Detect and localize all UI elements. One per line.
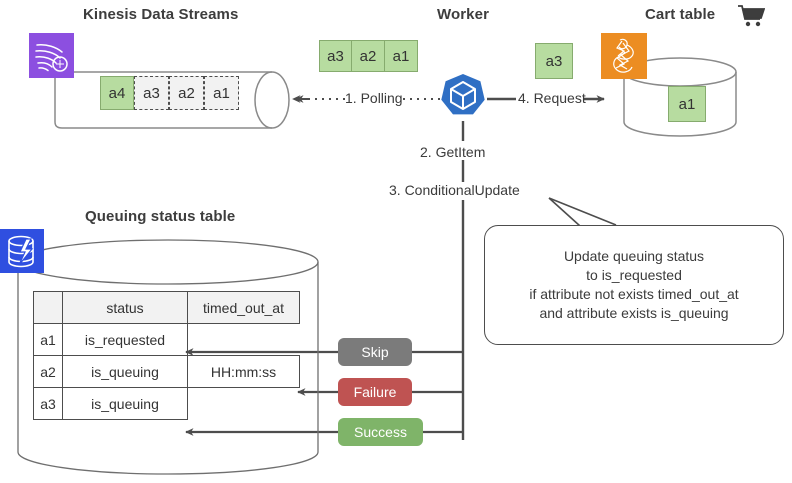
row-a2-status: is_queuing xyxy=(62,355,188,388)
step3-label: 3. ConditionalUpdate xyxy=(389,182,520,198)
header-status: status xyxy=(62,291,188,324)
kinesis-record-a4: a4 xyxy=(100,76,134,110)
worker-title: Worker xyxy=(437,6,490,23)
row-a3-timed-out-at xyxy=(188,388,300,420)
kinesis-record-a1: a1 xyxy=(204,76,239,110)
conditional-update-callout: Update queuing status to is_requested if… xyxy=(484,225,784,345)
kinesis-title: Kinesis Data Streams xyxy=(83,6,239,23)
cart-stored-record-a1: a1 xyxy=(668,86,706,122)
callout-line-2: to is_requested xyxy=(586,267,682,283)
step4-label: 4. Request xyxy=(518,90,586,106)
table-header-row: status timed_out_at xyxy=(33,291,300,324)
row-a2-key: a2 xyxy=(33,355,63,388)
status-badge-success: Success xyxy=(338,418,423,446)
worker-record-a3: a3 xyxy=(319,40,352,72)
callout-line-4: and attribute exists is_queuing xyxy=(539,305,729,321)
dynamodb-streams-icon xyxy=(0,229,44,273)
worker-inflight-records: a3 a2 a1 xyxy=(319,40,418,72)
worker-record-a1: a1 xyxy=(385,40,418,72)
kinesis-data-streams-icon xyxy=(29,33,74,78)
status-badge-failure: Failure xyxy=(338,378,412,406)
kinesis-record-a3: a3 xyxy=(134,76,169,110)
row-a1-status: is_requested xyxy=(62,323,188,356)
table-row: a1 is_requested xyxy=(33,323,300,356)
header-key xyxy=(33,291,63,324)
row-a2-timed-out-at: HH:mm:ss xyxy=(187,355,300,388)
shopping-cart-icon xyxy=(737,4,766,28)
kinesis-stream-cylinder xyxy=(54,71,290,129)
callout-line-3: if attribute not exists timed_out_at xyxy=(529,286,739,302)
cart-title: Cart table xyxy=(645,6,716,23)
row-a1-timed-out-at xyxy=(188,324,300,356)
table-row: a3 is_queuing xyxy=(33,387,300,420)
kinesis-records: a4 a3 a2 a1 xyxy=(100,76,239,110)
worker-record-a2: a2 xyxy=(352,40,385,72)
row-a3-key: a3 xyxy=(33,387,63,420)
step1-label: 1. Polling xyxy=(345,90,403,106)
dynamodb-accelerator-icon xyxy=(601,33,647,79)
cart-pending-record-a3: a3 xyxy=(535,43,573,79)
queuing-status-table: status timed_out_at a1 is_requested a2 i… xyxy=(33,291,300,420)
callout-line-1: Update queuing status xyxy=(563,248,705,264)
table-row: a2 is_queuing HH:mm:ss xyxy=(33,355,300,388)
status-badge-skip: Skip xyxy=(338,338,412,366)
callout-tail xyxy=(548,197,617,227)
header-timed-out-at: timed_out_at xyxy=(187,291,300,324)
kubernetes-cube-icon xyxy=(437,72,489,124)
row-a1-key: a1 xyxy=(33,323,63,356)
queuing-title: Queuing status table xyxy=(85,208,236,225)
step2-label: 2. GetItem xyxy=(420,144,486,160)
row-a3-status: is_queuing xyxy=(62,387,188,420)
kinesis-record-a2: a2 xyxy=(169,76,204,110)
